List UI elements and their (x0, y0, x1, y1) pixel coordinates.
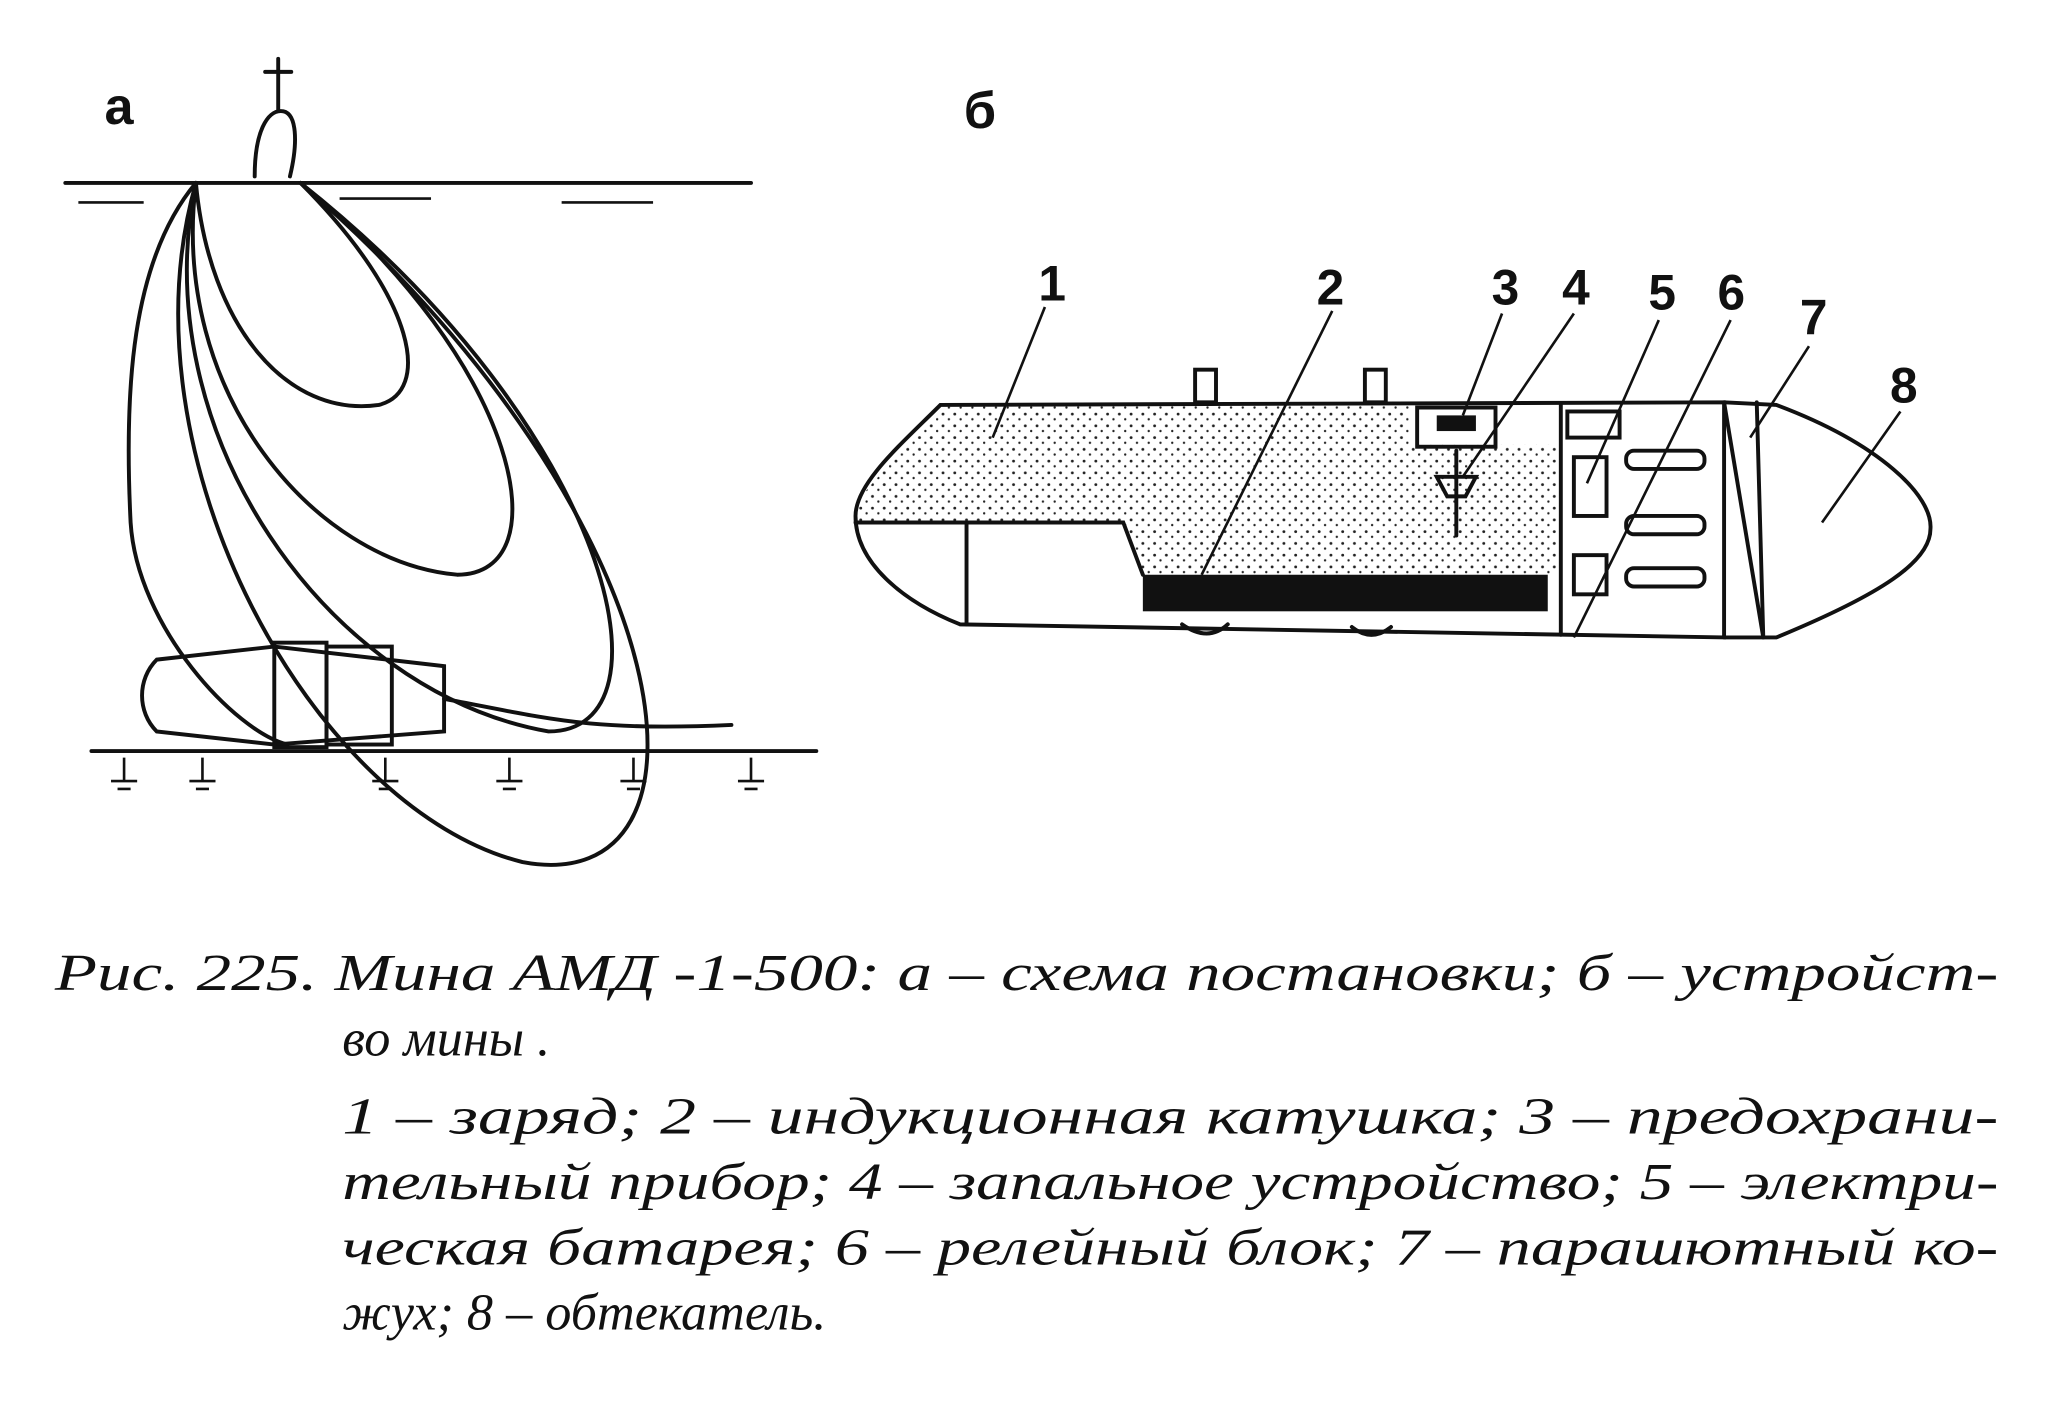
callout-1: 1 (1038, 255, 1066, 311)
callout-7: 7 (1800, 289, 1828, 345)
panel-b-label: б (964, 82, 996, 140)
callout-4: 4 (1562, 259, 1590, 315)
callout-6: 6 (1718, 265, 1746, 321)
callout-8: 8 (1890, 357, 1918, 413)
panel-a-label: а (104, 78, 134, 136)
callout-5: 5 (1648, 265, 1676, 321)
panel-a-diagram: а (63, 56, 819, 867)
caption-line-4: тельный прибор; 4 – запальное устройство… (342, 1153, 1998, 1211)
caption-line-2: во мины . (342, 1009, 550, 1067)
callout-2: 2 (1317, 259, 1345, 315)
panel-b-diagram: б (853, 82, 1933, 640)
caption-line-6: жух; 8 – обтекатель. (342, 1284, 826, 1342)
caption-line-5: ческая батарея; 6 – релейный блок; 7 – п… (342, 1218, 1998, 1276)
caption-line-3: 1 – заряд; 2 – индукционная катушка; 3 –… (342, 1088, 1998, 1146)
caption-line-1: Рис. 225. Мина АМД -1-500: а – схема пос… (54, 944, 1999, 1002)
callout-3: 3 (1492, 259, 1520, 315)
callout-numbers: 1 2 3 4 5 6 7 8 (1038, 255, 1917, 413)
figure-caption: Рис. 225. Мина АМД -1-500: а – схема пос… (54, 944, 1999, 1342)
